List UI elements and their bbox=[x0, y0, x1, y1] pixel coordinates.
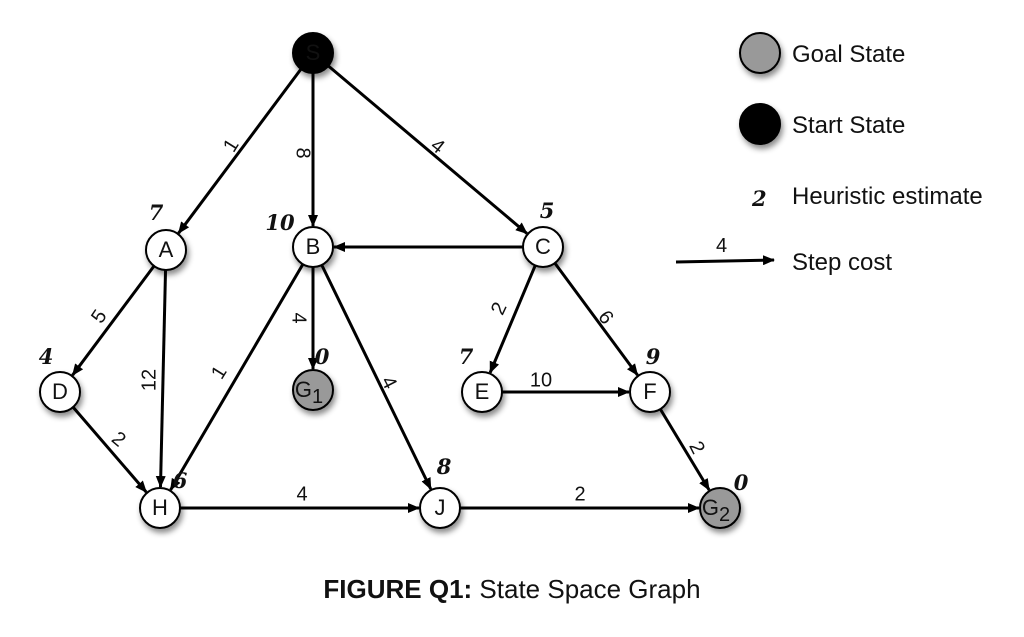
edge-b-j-arrow bbox=[320, 264, 433, 491]
node-h-heuristic: 6 bbox=[173, 468, 188, 493]
node-d-label: D bbox=[52, 379, 68, 404]
node-b-heuristic: 10 bbox=[265, 210, 295, 235]
goal-state-legend-icon bbox=[739, 32, 781, 74]
node-b-circle bbox=[292, 226, 334, 268]
edge-s-a-arrow bbox=[177, 68, 303, 235]
edge-a-d-cost-label: 5 bbox=[87, 306, 111, 328]
edge-s-c-arrow bbox=[327, 64, 528, 235]
node-g2-heuristic: 0 bbox=[734, 470, 749, 495]
step-cost-legend-arrow bbox=[675, 255, 775, 266]
node-a: A7 bbox=[145, 200, 187, 271]
node-s-circle bbox=[292, 32, 334, 74]
figure-caption-number: FIGURE Q1: bbox=[323, 574, 473, 604]
node-j-heuristic: 8 bbox=[436, 454, 452, 479]
start-state-legend-label: Start State bbox=[792, 112, 905, 139]
node-a-label: A bbox=[159, 237, 174, 262]
heuristic-legend-sample: 2 bbox=[751, 186, 767, 211]
node-g1-circle bbox=[292, 369, 334, 411]
node-d: D4 bbox=[39, 344, 81, 413]
node-f: F9 bbox=[629, 344, 671, 413]
goal-state-legend-label: Goal State bbox=[792, 41, 905, 68]
edge-f-g2-arrow bbox=[659, 408, 711, 491]
node-c-circle bbox=[522, 226, 564, 268]
node-b: B 10 bbox=[265, 210, 334, 268]
edge-c-f-cost-label: 6 bbox=[593, 307, 617, 329]
edge-c-f-arrow bbox=[553, 262, 639, 376]
node-a-circle bbox=[145, 229, 187, 271]
node-e: E7 bbox=[459, 344, 503, 413]
node-h-label: H bbox=[152, 495, 168, 520]
node-d-heuristic: 4 bbox=[39, 344, 54, 369]
node-s: S bbox=[292, 32, 334, 74]
edge-c-e-cost-label: 2 bbox=[487, 299, 512, 318]
edge-f-g2-cost-label: 2 bbox=[684, 438, 709, 458]
edge-j-g2-cost-label: 2 bbox=[574, 483, 585, 505]
edge-d-h-arrow bbox=[71, 406, 148, 494]
node-h-circle bbox=[139, 487, 181, 529]
figure-caption: FIGURE Q1: State Space Graph bbox=[0, 574, 1024, 605]
node-c-heuristic: 5 bbox=[540, 198, 555, 223]
node-j-circle bbox=[419, 487, 461, 529]
node-h: H6 bbox=[139, 468, 188, 529]
step-cost-legend-label: Step cost bbox=[792, 249, 892, 276]
edge-a-h-arrow bbox=[155, 269, 168, 489]
node-g1-heuristic: 0 bbox=[315, 344, 330, 369]
node-g1: G10 bbox=[292, 344, 334, 411]
node-j: J8 bbox=[419, 454, 461, 529]
edge-e-f-cost-label: 10 bbox=[530, 369, 552, 391]
node-b-label: B bbox=[306, 234, 321, 259]
edge-b-h-cost-label: 1 bbox=[207, 362, 232, 383]
start-state-legend-icon bbox=[739, 103, 781, 145]
edge-a-h-cost-label: 12 bbox=[138, 369, 160, 391]
figure-caption-title: State Space Graph bbox=[472, 574, 701, 604]
edge-b-h-arrow bbox=[169, 263, 305, 491]
node-e-heuristic: 7 bbox=[459, 344, 474, 369]
node-s-label: S bbox=[306, 40, 321, 65]
node-f-circle bbox=[629, 371, 671, 413]
edge-c-e-arrow bbox=[488, 264, 537, 374]
node-e-circle bbox=[461, 371, 503, 413]
node-g2: G20 bbox=[699, 470, 749, 529]
node-a-heuristic: 7 bbox=[149, 200, 164, 225]
node-g2-circle bbox=[699, 487, 741, 529]
node-e-label: E bbox=[475, 379, 490, 404]
edge-h-j-cost-label: 4 bbox=[296, 483, 307, 505]
node-c: C5 bbox=[522, 198, 564, 268]
node-d-circle bbox=[39, 371, 81, 413]
edge-s-c-cost-label: 4 bbox=[426, 134, 448, 158]
node-c-label: C bbox=[535, 234, 551, 259]
edge-b-j-cost-label: 4 bbox=[376, 373, 401, 393]
edge-d-h-cost-label: 2 bbox=[107, 427, 130, 451]
heuristic-legend-label: Heuristic estimate bbox=[792, 183, 983, 210]
legend: Goal State Start State 2 Heuristic estim… bbox=[675, 32, 983, 276]
node-f-heuristic: 9 bbox=[646, 344, 661, 369]
node-f-label: F bbox=[643, 379, 656, 404]
edge-b-g1-cost-label: 4 bbox=[288, 312, 310, 323]
step-cost-legend-sample: 4 bbox=[716, 235, 727, 257]
edge-s-b-cost-label: 8 bbox=[292, 147, 314, 158]
edge-a-d-arrow bbox=[71, 265, 156, 377]
node-j-label: J bbox=[435, 495, 446, 520]
